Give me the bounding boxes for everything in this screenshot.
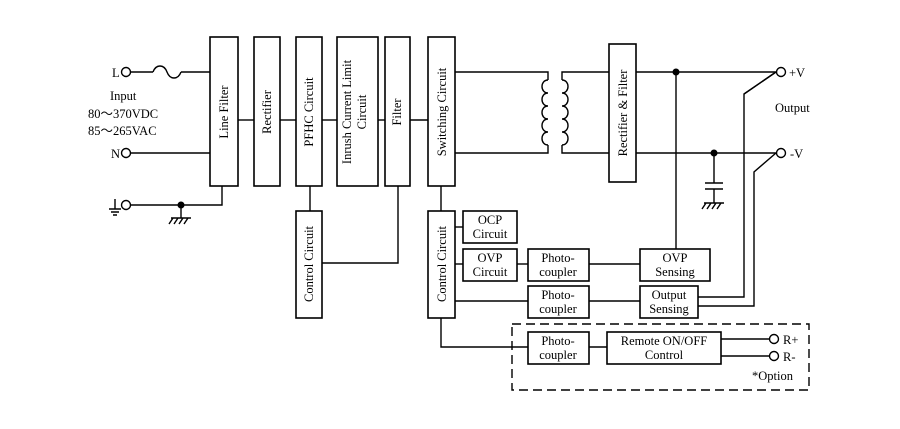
inrush-label-1: Inrush Current Limit: [340, 59, 354, 164]
option-frame: [511, 323, 810, 391]
option-r-plus-label: R+: [783, 333, 798, 347]
photo-2-label-2: coupler: [539, 302, 577, 316]
rectifier-block: Rectifier: [253, 36, 281, 187]
fuse-symbol: [152, 65, 182, 79]
ovp-sensing-label-1: OVP: [662, 251, 687, 265]
output-sensing-label-1: Output: [652, 288, 687, 302]
ovp-label-2: Circuit: [473, 265, 508, 279]
ovp-label-1: OVP: [477, 251, 502, 265]
output-neg-label: -V: [790, 147, 803, 161]
ovp-sensing-label-2: Sensing: [655, 265, 695, 279]
output-pos-label: +V: [789, 66, 805, 80]
terminal-r-minus: [768, 350, 780, 362]
terminal-l: [120, 66, 132, 78]
wiring: [131, 65, 777, 357]
inrush-label-2: Circuit: [355, 94, 369, 129]
switching-block: Switching Circuit: [427, 36, 456, 187]
remote-label-1: Remote ON/OFF: [621, 334, 708, 348]
rect-filter-label: Rectifier & Filter: [616, 69, 630, 157]
rect-filter-block: Rectifier & Filter: [608, 43, 637, 183]
remote-control-block: Remote ON/OFF Control: [606, 331, 722, 365]
input-title: Input: [110, 89, 137, 103]
switching-label: Switching Circuit: [435, 67, 449, 156]
terminal-neg: [775, 147, 787, 159]
photo-1-label-2: coupler: [539, 265, 577, 279]
pfhc-label: PFHC Circuit: [302, 77, 316, 147]
pfhc-block: PFHC Circuit: [295, 36, 323, 187]
junction-cap: [710, 149, 718, 157]
xfmr-secondary-coil: [561, 79, 569, 146]
option-r-minus-label: R-: [783, 350, 796, 364]
output-title: Output: [775, 101, 810, 115]
control-circuit-2-block: Control Circuit: [427, 210, 456, 319]
ocp-block: OCP Circuit: [462, 210, 518, 244]
junction-ground: [177, 201, 185, 209]
switch-xfmr-bot: [455, 145, 549, 154]
input-range-ac: 85～265VAC: [88, 124, 157, 138]
ovp-block: OVP Circuit: [462, 248, 518, 282]
earth-icon: [109, 199, 121, 216]
line-filter-block: Line Filter: [209, 36, 239, 187]
photocoupler-3-block: Photo- coupler: [527, 331, 590, 365]
inrush-block: Inrush Current Limit Circuit: [336, 36, 379, 187]
terminal-ground: [120, 199, 132, 211]
photocoupler-2-block: Photo- coupler: [527, 285, 590, 319]
output-sensing-label-2: Sensing: [649, 302, 689, 316]
control-1-label: Control Circuit: [302, 225, 316, 302]
ocp-label-2: Circuit: [473, 227, 508, 241]
xfmr-sec-top: [561, 71, 609, 80]
photo-3-label-2: coupler: [539, 348, 577, 362]
line-filter-label: Line Filter: [217, 85, 231, 139]
photocoupler-1-block: Photo- coupler: [527, 248, 590, 282]
terminal-r-plus: [768, 333, 780, 345]
ovp-sensing-block: OVP Sensing: [639, 248, 711, 282]
control-circuit-1-block: Control Circuit: [295, 210, 323, 319]
photo-1-label-1: Photo-: [541, 251, 574, 265]
photo-3-label-1: Photo-: [541, 334, 574, 348]
filter-label: Filter: [390, 98, 404, 126]
input-l-label: L: [112, 66, 120, 80]
junction-ovp-tap: [672, 68, 680, 76]
input-n-label: N: [111, 147, 120, 161]
xfmr-sec-bot: [561, 145, 609, 154]
output-sensing-block: Output Sensing: [639, 285, 699, 319]
ctrl-photo3-link: [440, 318, 528, 348]
option-note: *Option: [752, 369, 794, 383]
switch-xfmr-top: [455, 71, 549, 80]
remote-label-2: Control: [645, 348, 684, 362]
terminal-pos: [775, 66, 787, 78]
output-cap-plates: [705, 182, 723, 190]
input-range-dc: 80～370VDC: [88, 107, 158, 121]
control-2-label: Control Circuit: [435, 225, 449, 302]
photo-2-label-1: Photo-: [541, 288, 574, 302]
filter-block: Filter: [384, 36, 411, 187]
control-filter-link: [322, 186, 399, 264]
ground-symbol: [168, 217, 191, 225]
terminal-n: [120, 147, 132, 159]
ground-wire: [131, 186, 223, 206]
rectifier-label: Rectifier: [260, 89, 274, 134]
output-cap-ground: [701, 202, 724, 210]
ocp-label-1: OCP: [478, 213, 502, 227]
output-sense-neg: [743, 71, 777, 95]
output-sense-neg-2: [698, 152, 777, 307]
xfmr-primary-coil: [541, 79, 549, 146]
